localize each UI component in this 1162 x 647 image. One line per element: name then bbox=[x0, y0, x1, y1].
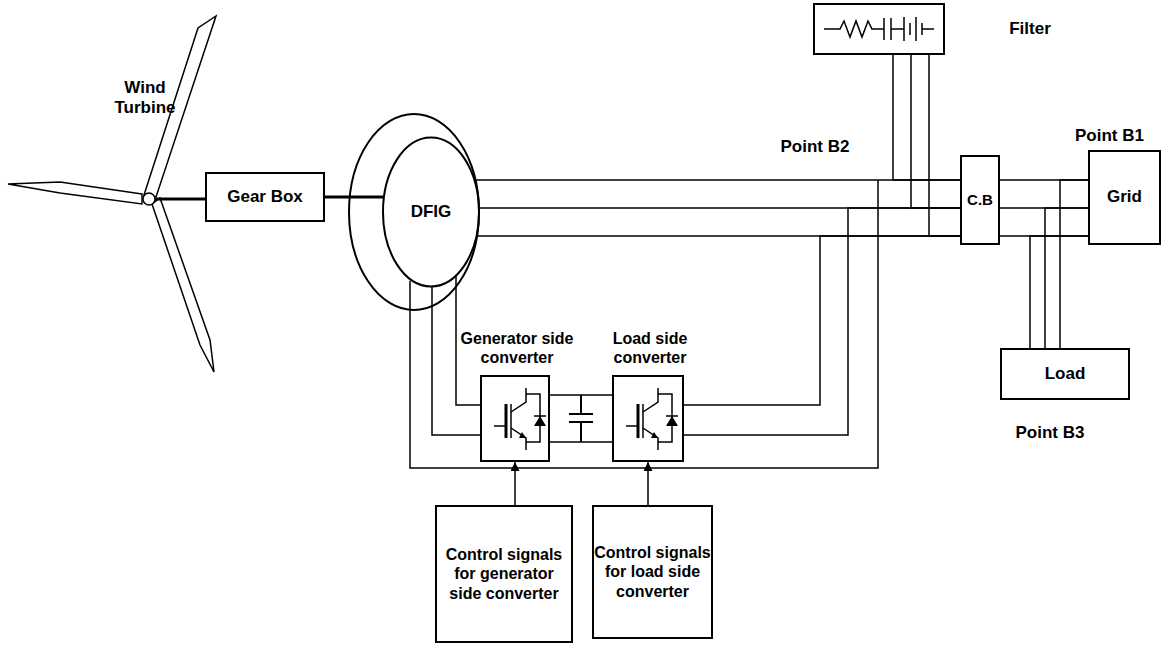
wire bbox=[1060, 180, 1088, 348]
stator-outline bbox=[349, 114, 479, 310]
wire bbox=[474, 179, 960, 181]
wire bbox=[514, 462, 516, 505]
shaft-connector bbox=[325, 197, 384, 198]
node-label: C.B bbox=[967, 191, 993, 209]
converter-box: Load side converter bbox=[612, 375, 684, 462]
circuit-breaker-box: C.B bbox=[960, 155, 1000, 245]
node-label: Gear Box bbox=[227, 187, 303, 207]
three-phase-wire bbox=[684, 208, 960, 435]
load-box: Load bbox=[1000, 348, 1130, 400]
wire bbox=[647, 462, 649, 505]
gearbox-box: Gear Box bbox=[205, 172, 325, 222]
wire bbox=[893, 55, 960, 180]
node-label: DFIG bbox=[411, 202, 452, 222]
control-box: Control signals for load side converter bbox=[592, 505, 713, 639]
rotor-ellipse: DFIG bbox=[382, 136, 480, 288]
filter-box: Filter bbox=[813, 3, 945, 55]
point-label: Point B2 bbox=[765, 137, 865, 157]
signal-arrow bbox=[515, 462, 516, 505]
signal-arrow bbox=[648, 462, 649, 505]
node-label: Load bbox=[1045, 364, 1086, 384]
grid-box: Grid bbox=[1088, 150, 1161, 245]
turbine-hub bbox=[143, 193, 155, 205]
wire bbox=[911, 55, 960, 208]
wire bbox=[325, 196, 384, 199]
three-phase-wire bbox=[432, 276, 480, 435]
converter-box: Generator side converter bbox=[480, 375, 550, 462]
igbt-symbol bbox=[494, 388, 546, 450]
dc-capacitor bbox=[569, 395, 593, 442]
point-label: Point B1 bbox=[1062, 126, 1157, 146]
node-heading: Filter bbox=[1000, 19, 1060, 39]
point-label: Point B3 bbox=[1000, 423, 1100, 443]
node-heading: Load side converter bbox=[600, 329, 700, 367]
wind-turbine bbox=[8, 16, 216, 372]
turbine-blade bbox=[152, 198, 214, 372]
three-phase-wire bbox=[1030, 180, 1088, 348]
rotor-wire bbox=[410, 180, 878, 468]
wire bbox=[1045, 208, 1088, 348]
wire bbox=[1030, 236, 1088, 348]
turbine-blade bbox=[8, 182, 142, 204]
node-label: Grid bbox=[1107, 187, 1142, 207]
wire bbox=[684, 236, 960, 405]
component-label: Wind Turbine bbox=[100, 78, 190, 119]
igbt-symbol bbox=[626, 388, 678, 450]
wire bbox=[684, 208, 960, 435]
wire bbox=[929, 55, 960, 236]
node-label: Control signals for generator side conve… bbox=[437, 545, 571, 603]
node-heading: Generator side converter bbox=[452, 329, 582, 367]
control-box: Control signals for generator side conve… bbox=[435, 505, 573, 643]
wire bbox=[550, 441, 612, 443]
three-phase-wire bbox=[550, 395, 612, 442]
three-phase-wire bbox=[893, 55, 960, 236]
shaft bbox=[155, 198, 205, 201]
node-label: Control signals for load side converter bbox=[594, 543, 711, 601]
wire bbox=[550, 394, 612, 396]
ellipse-outline bbox=[383, 138, 479, 287]
filter-symbol bbox=[824, 17, 934, 41]
